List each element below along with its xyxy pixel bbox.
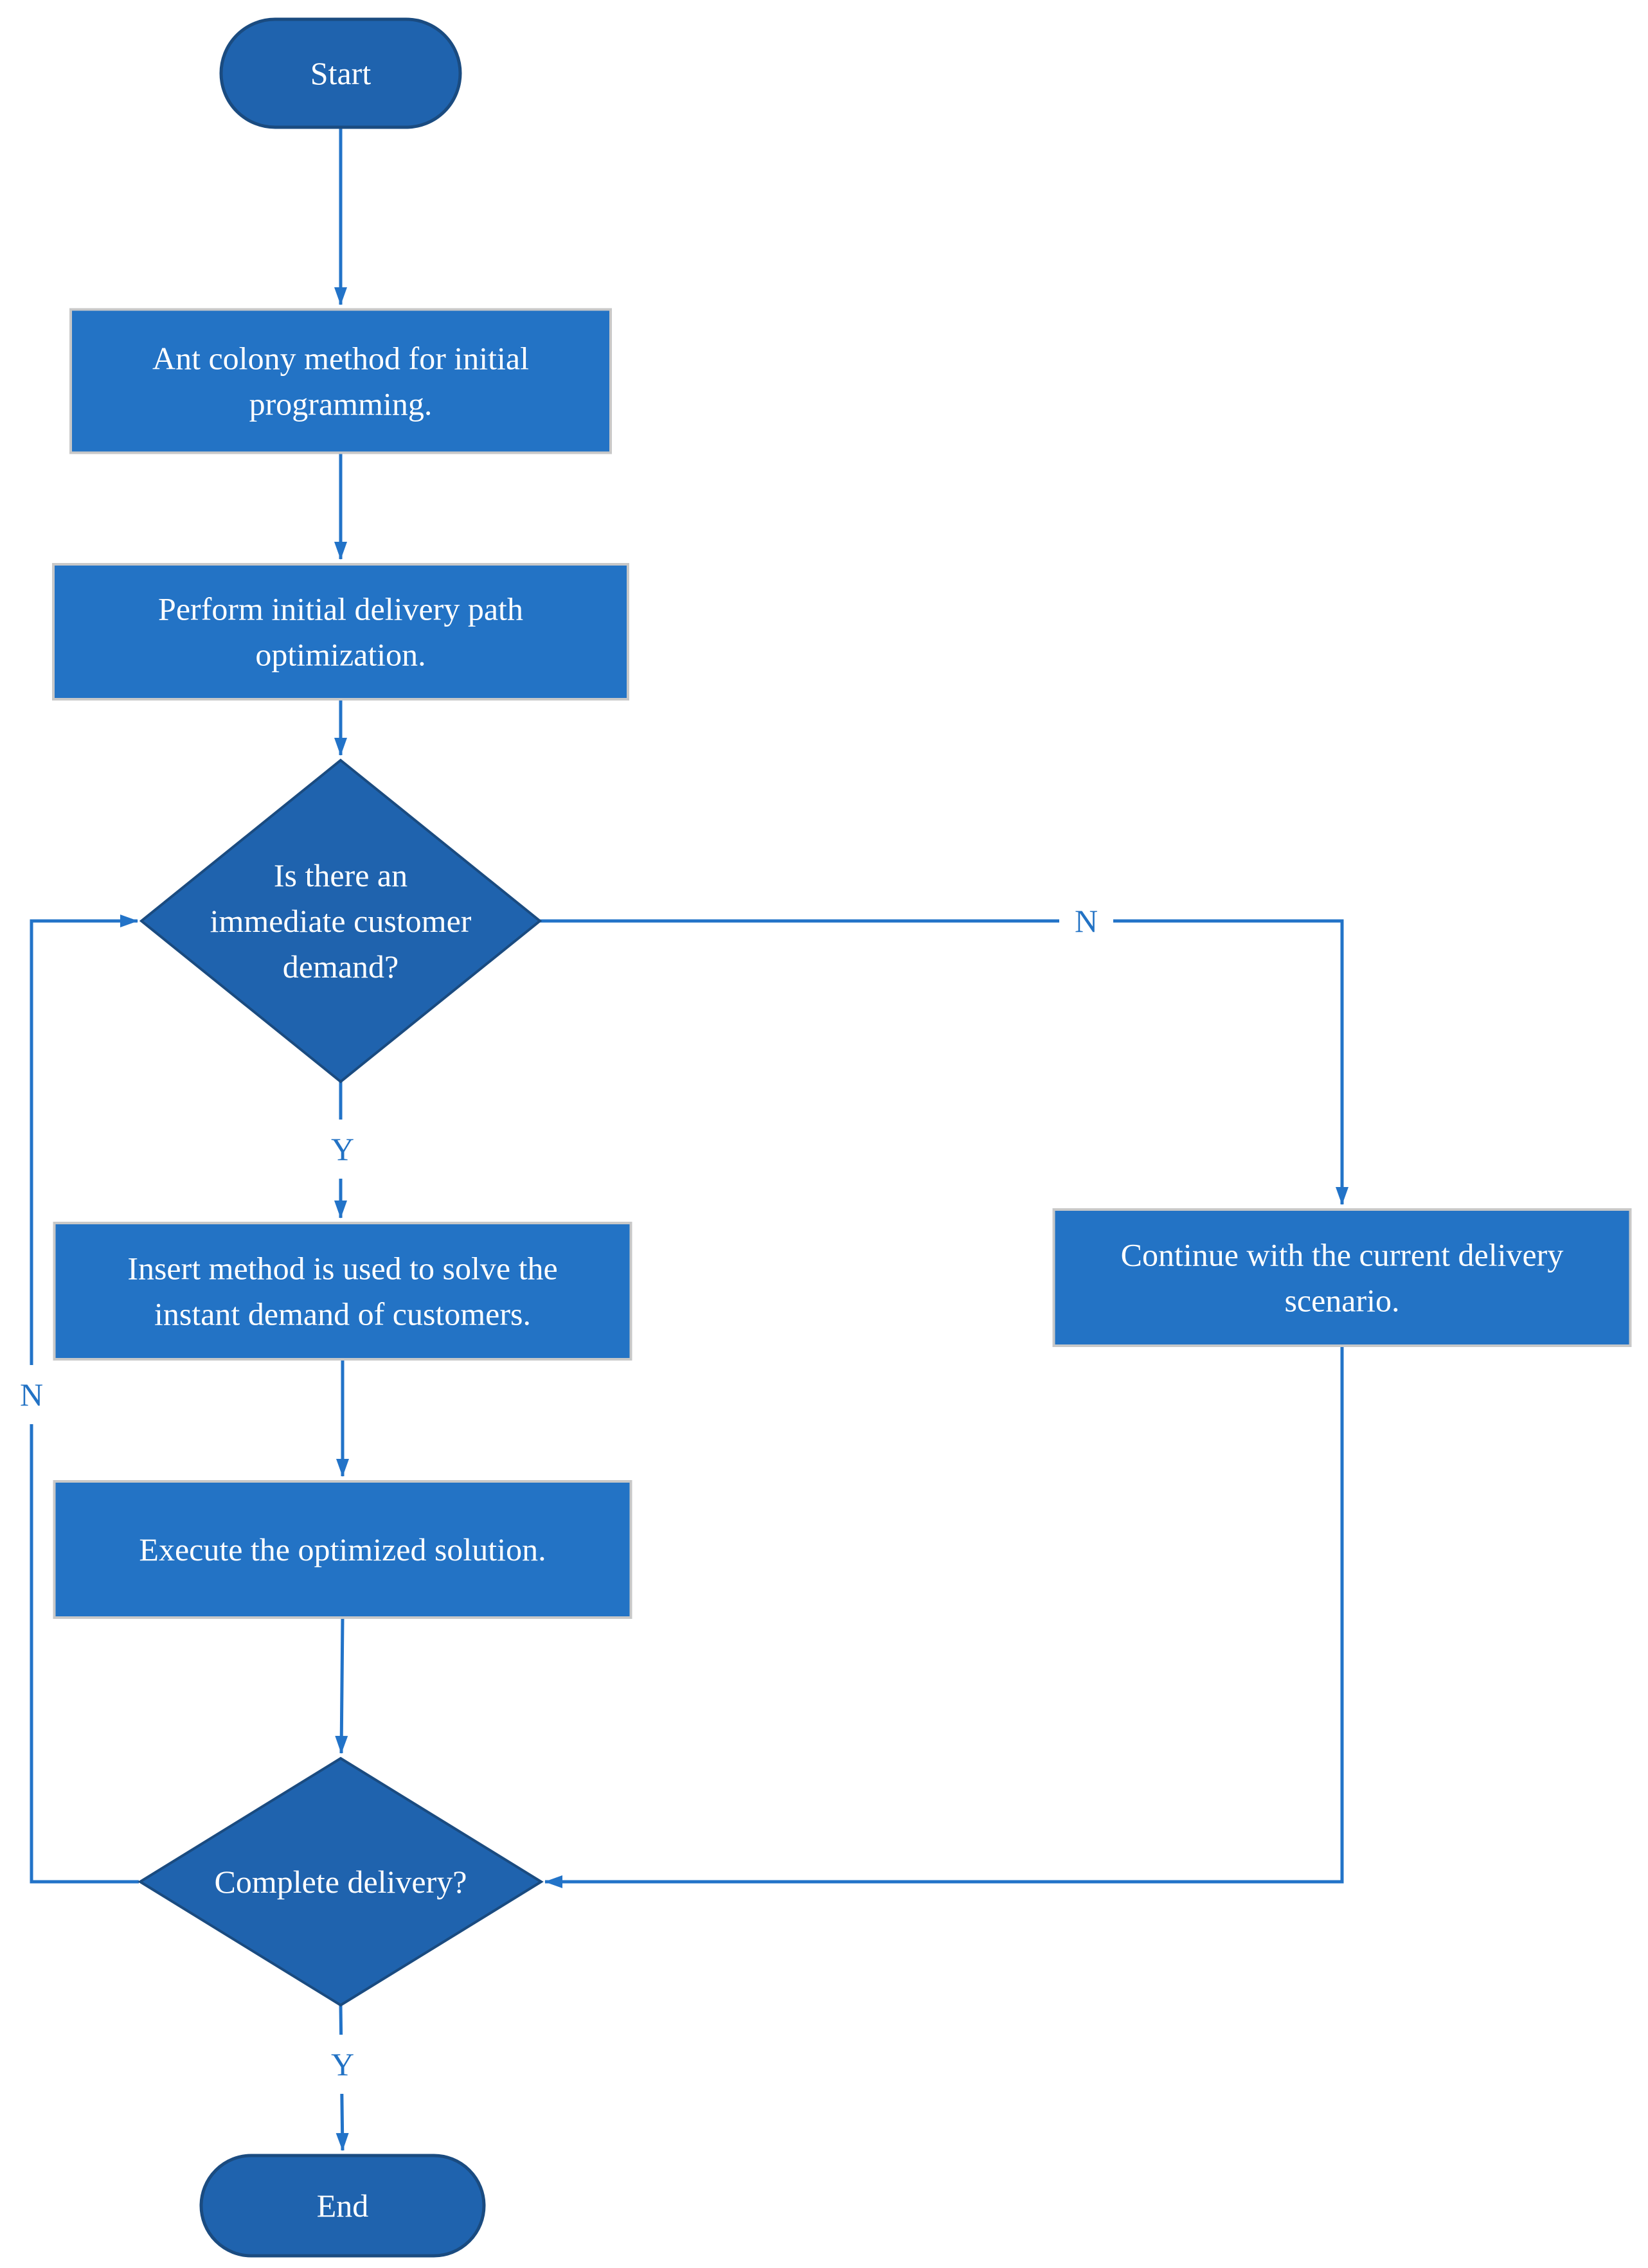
- process-ant-colony-method-shape: [69, 308, 612, 454]
- process-execute-optimized-solution: Execute the optimized solution.: [53, 1480, 632, 1619]
- process-execute-optimized-solution-shape: [53, 1480, 632, 1619]
- edge-complete-yes-to-end-label: Y: [331, 2046, 354, 2082]
- end-terminator: End: [199, 2154, 486, 2258]
- decision-complete-delivery-shape: [138, 1756, 544, 2007]
- start-terminator-label: Start: [310, 55, 372, 91]
- edge-complete-no-loop-to-demand-label-bg: [4, 1365, 58, 1424]
- end-terminator-label: End: [317, 2188, 369, 2224]
- decision-immediate-customer-demand-shape: [139, 758, 542, 1084]
- process-initial-path-optimization-shape: [52, 563, 629, 701]
- edge-continue-to-complete-decision: [544, 1346, 1344, 1888]
- edge-demand-yes-to-insert-label: Y: [331, 1131, 354, 1167]
- decision-complete-delivery-label: Complete delivery?: [215, 1864, 467, 1900]
- process-execute-optimized-solution-label: Execute the optimized solution.: [139, 1531, 546, 1567]
- edge-demand-no-to-continue-label: N: [1075, 903, 1098, 939]
- decision-complete-delivery: Complete delivery?: [138, 1756, 544, 2007]
- start-terminator-shape: [219, 17, 462, 129]
- edge-complete-yes-to-end-label-bg: [316, 2035, 370, 2094]
- edge-execute-to-complete-decision: [335, 1617, 348, 1754]
- start-terminator: Start: [219, 17, 462, 129]
- edge-demand-no-to-continue: [540, 919, 1348, 1205]
- edge-complete-no-loop-to-demand-label: N: [20, 1377, 43, 1413]
- edge-demand-no-to-continue-label-bg: [1059, 891, 1113, 951]
- process-continue-current-scenario-shape: [1052, 1208, 1632, 1347]
- end-terminator-shape: [199, 2154, 486, 2258]
- edge-demand-yes-to-insert-label-bg: [316, 1120, 370, 1179]
- process-insert-method-shape: [53, 1222, 632, 1361]
